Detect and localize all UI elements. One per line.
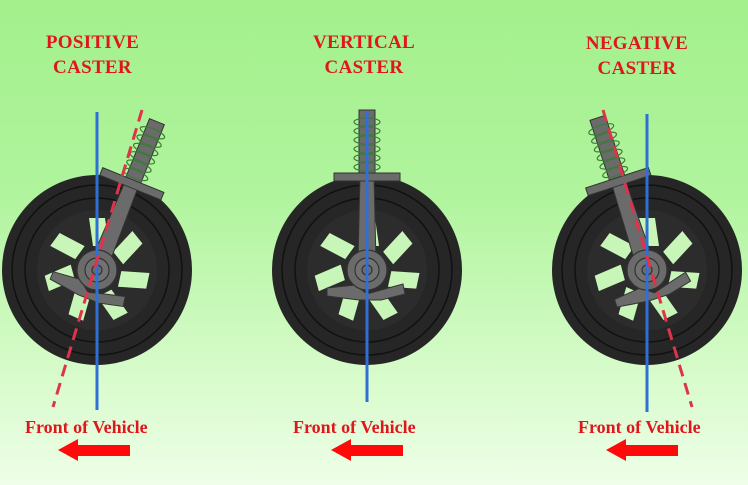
vertical-front-label: Front of Vehicle <box>293 417 416 437</box>
negative-front-label: Front of Vehicle <box>578 417 701 437</box>
positive-caster-wheel <box>1 106 193 410</box>
vertical-caster-title: VERTICAL CASTER <box>300 30 428 80</box>
negative-caster-wheel <box>551 105 743 412</box>
vertical-caster-wheel <box>271 109 463 402</box>
left-arrow-icon <box>606 439 678 461</box>
vertical-title-line1: VERTICAL <box>312 32 416 53</box>
negative-title-line2: CASTER <box>597 58 677 79</box>
left-arrow-icon <box>331 439 403 461</box>
negative-caster-title: NEGATIVE CASTER <box>572 31 702 81</box>
negative-title-line1: NEGATIVE <box>585 33 689 54</box>
positive-front-label: Front of Vehicle <box>25 417 148 437</box>
negative-steering-axis-line <box>601 109 694 408</box>
positive-steering-axis-line <box>51 109 144 408</box>
positive-title-line2: CASTER <box>53 57 132 78</box>
vertical-title-line2: CASTER <box>324 57 404 78</box>
positive-title-line1: POSITIVE <box>45 32 140 53</box>
positive-caster-title: POSITIVE CASTER <box>30 30 155 80</box>
left-arrow-icon <box>58 439 130 461</box>
